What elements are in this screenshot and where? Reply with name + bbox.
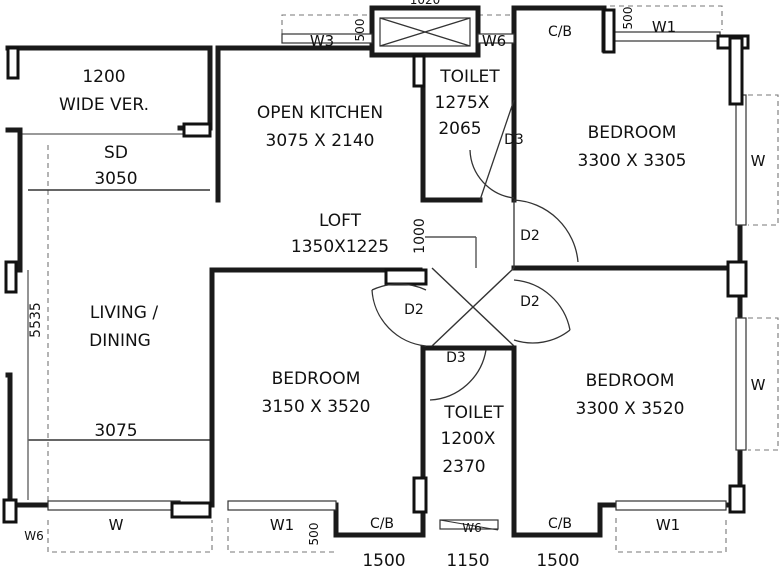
window-w1-bottom-right: W1: [656, 516, 680, 534]
toilet-bottom-size2: 2370: [442, 457, 485, 477]
open-kitchen-label: OPEN KITCHEN: [257, 103, 383, 123]
bedroom-bottom-right-size: 3300 X 3520: [576, 399, 685, 419]
exhaust-box: [379, 17, 471, 47]
door-d3-bottom: D3: [446, 350, 466, 366]
living-line2: DINING: [89, 331, 151, 351]
dimension-labels: 500 500 1000 5535 500 1500 1150 1500 102…: [28, 0, 635, 566]
walls: [5, 5, 743, 538]
loft-size: 1350X1225: [291, 237, 389, 257]
door-d3-top: D3: [504, 132, 524, 148]
window-labels: W3 W6 W1 W W W6 W W1 W6 W1: [24, 18, 765, 543]
window-w-bottom: W: [109, 516, 124, 534]
living-size: 3075: [94, 421, 137, 441]
dim-500-bottom: 500: [307, 523, 321, 546]
dim-1500-left: 1500: [362, 551, 405, 566]
cupboard-bottom-left: C/B: [370, 516, 394, 532]
door-d2-lower: D2: [520, 294, 540, 310]
windows: [47, 31, 747, 530]
projection-lines: [47, 5, 779, 553]
window-w3: W3: [310, 32, 334, 50]
bedroom-mid-size: 3150 X 3520: [262, 397, 371, 417]
bedroom-mid-label: BEDROOM: [272, 369, 361, 389]
dim-1500-right: 1500: [536, 551, 579, 566]
living-line1: LIVING /: [90, 303, 158, 323]
door-d2-left: D2: [404, 302, 424, 318]
room-labels: 1200 WIDE VER. SD 3050 OPEN KITCHEN 3075…: [59, 67, 687, 477]
dim-5535: 5535: [28, 302, 44, 338]
cupboard-labels: C/B C/B C/B: [370, 24, 572, 532]
bedroom-top-right-size: 3300 X 3305: [578, 151, 687, 171]
toilet-top-label: TOILET: [439, 67, 500, 87]
window-w6-bottom-mid: W6: [462, 521, 482, 535]
window-w6-bottom-left: W6: [24, 529, 44, 543]
wide-ver-line2: WIDE VER.: [59, 95, 149, 115]
sd-size: 3050: [94, 169, 137, 189]
dim-500-top-left: 500: [353, 19, 367, 42]
dim-top-cut: 1020: [410, 0, 441, 7]
toilet-top-size2: 2065: [438, 119, 481, 139]
sd-label: SD: [104, 143, 128, 163]
doors: [371, 99, 579, 531]
window-w1-top: W1: [652, 18, 676, 36]
toilet-top-size1: 1275X: [435, 93, 490, 113]
toilet-bottom-size1: 1200X: [441, 429, 496, 449]
window-w6-top: W6: [482, 32, 506, 50]
bedroom-bottom-right-label: BEDROOM: [586, 371, 675, 391]
open-kitchen-size: 3075 X 2140: [266, 131, 375, 151]
toilet-bottom-label: TOILET: [443, 403, 504, 423]
reference-lines: [22, 133, 477, 500]
window-w1-bottom-left: W1: [270, 516, 294, 534]
door-d2-right: D2: [520, 228, 540, 244]
bedroom-top-right-label: BEDROOM: [588, 123, 677, 143]
dim-1150: 1150: [446, 551, 489, 566]
columns: [2, 8, 750, 524]
window-w-right-top: W: [751, 152, 766, 170]
dim-500-top-right: 500: [621, 7, 635, 30]
door-labels: D3 D2 D2 D2 D3: [404, 132, 540, 366]
cupboard-top: C/B: [548, 24, 572, 40]
dim-1000: 1000: [412, 218, 428, 254]
loft-label: LOFT: [319, 211, 362, 231]
window-w-right-bottom: W: [751, 376, 766, 394]
cupboard-bottom-right: C/B: [548, 516, 572, 532]
wide-ver-line1: 1200: [82, 67, 125, 87]
